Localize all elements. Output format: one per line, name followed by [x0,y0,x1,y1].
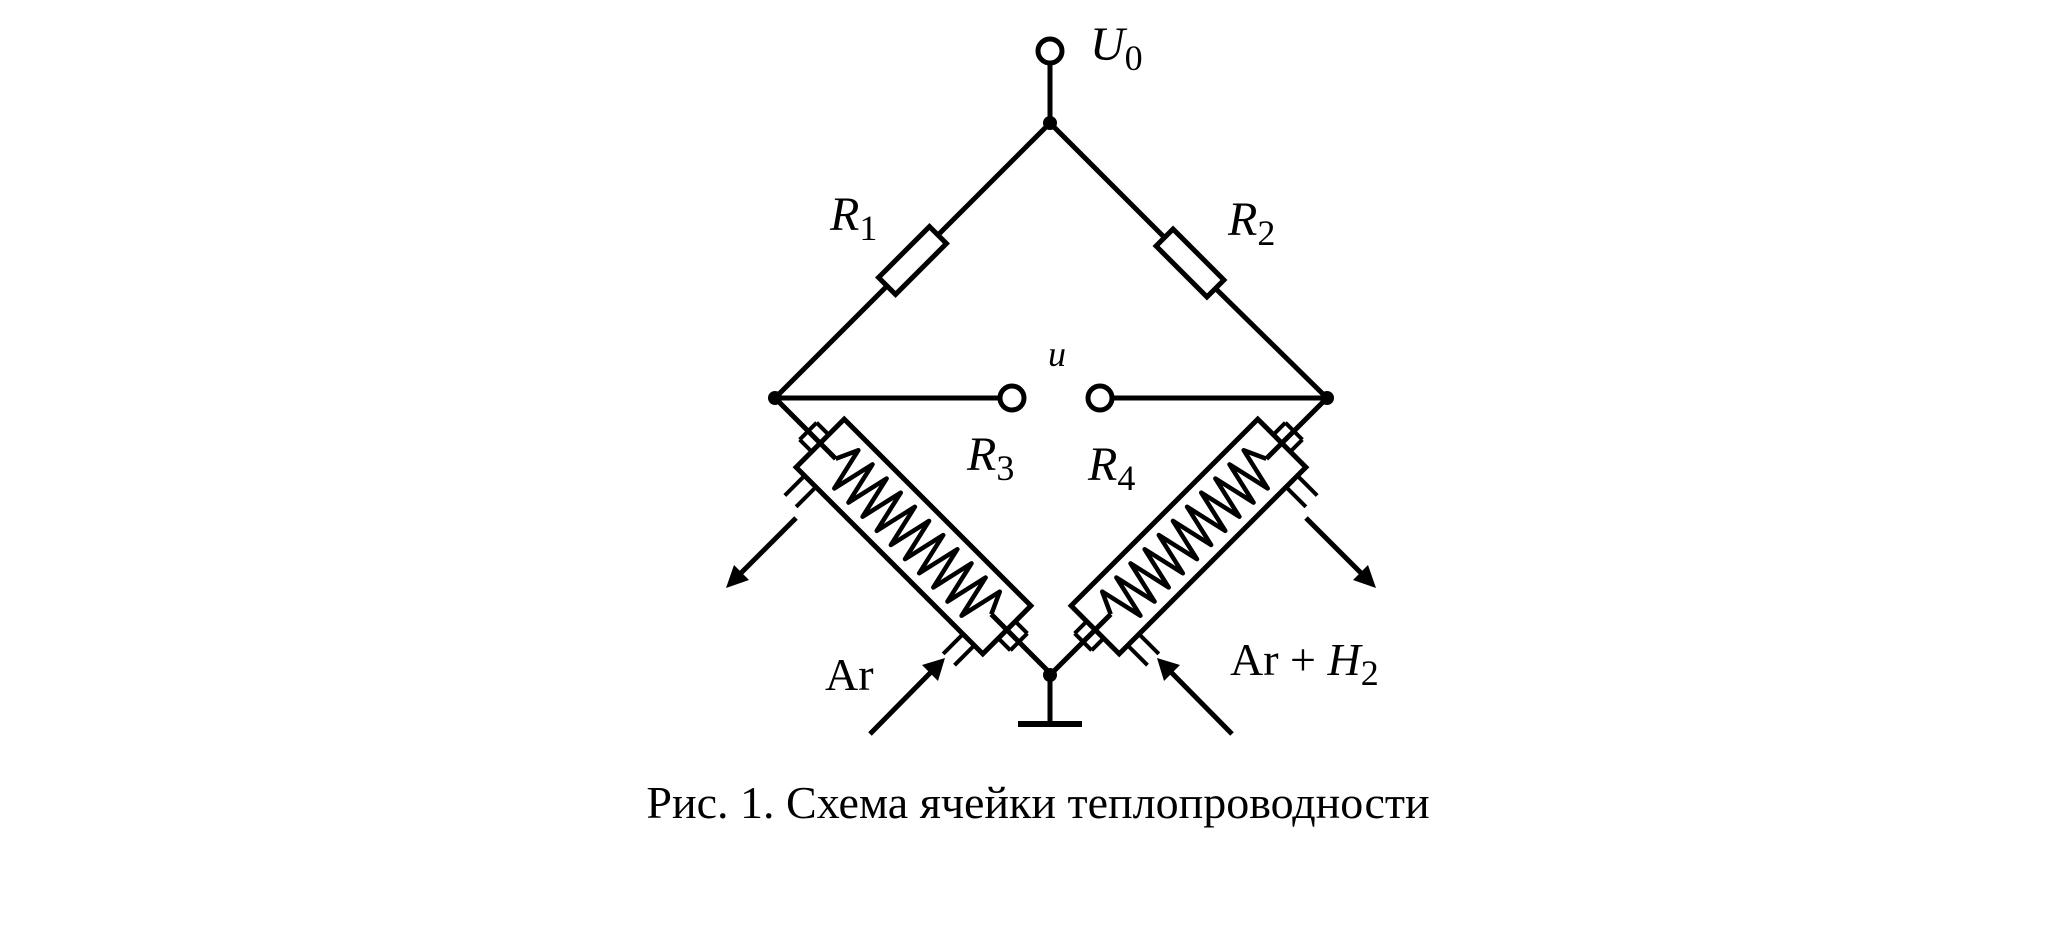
r3-label: R3 [966,428,1014,488]
right-lower-wire-top [1292,396,1329,433]
resistor-r1 [875,223,950,298]
left-upper-wire-b [773,283,890,400]
output-right-terminal [1085,383,1115,413]
gas-outlet-arrow-right [1304,516,1376,588]
resistor-r2 [1152,225,1228,301]
gas-inlet-arrow-right [1157,658,1234,736]
cell-r3 [783,415,1035,667]
r1-label: R1 [829,188,877,248]
gas-reference-label: Ar [825,649,874,700]
heater-coil-r4 [1099,447,1270,618]
gas-sample-label: Ar + H2 [1230,634,1379,693]
heater-coil-r3 [832,447,1003,618]
figure-caption: Рис. 1. Схема ячейки теплопроводности [646,777,1429,828]
r2-label: R2 [1227,193,1275,253]
output-left-terminal [997,383,1027,413]
gas-inlet-arrow-left [868,658,945,736]
r4-label: R4 [1087,438,1135,498]
output-label: u [1048,334,1066,374]
gas-outlet-arrow-left [726,516,798,588]
left-lower-wire-top [773,396,810,433]
supply-label: U0 [1090,18,1143,78]
right-lower-wire-bottom [1048,640,1085,677]
right-upper-wire-b [1211,284,1329,400]
supply-terminal [1035,36,1065,66]
cell-r4 [1067,415,1319,667]
right-upper-wire-a [1048,121,1169,242]
left-upper-wire-a [935,121,1052,238]
